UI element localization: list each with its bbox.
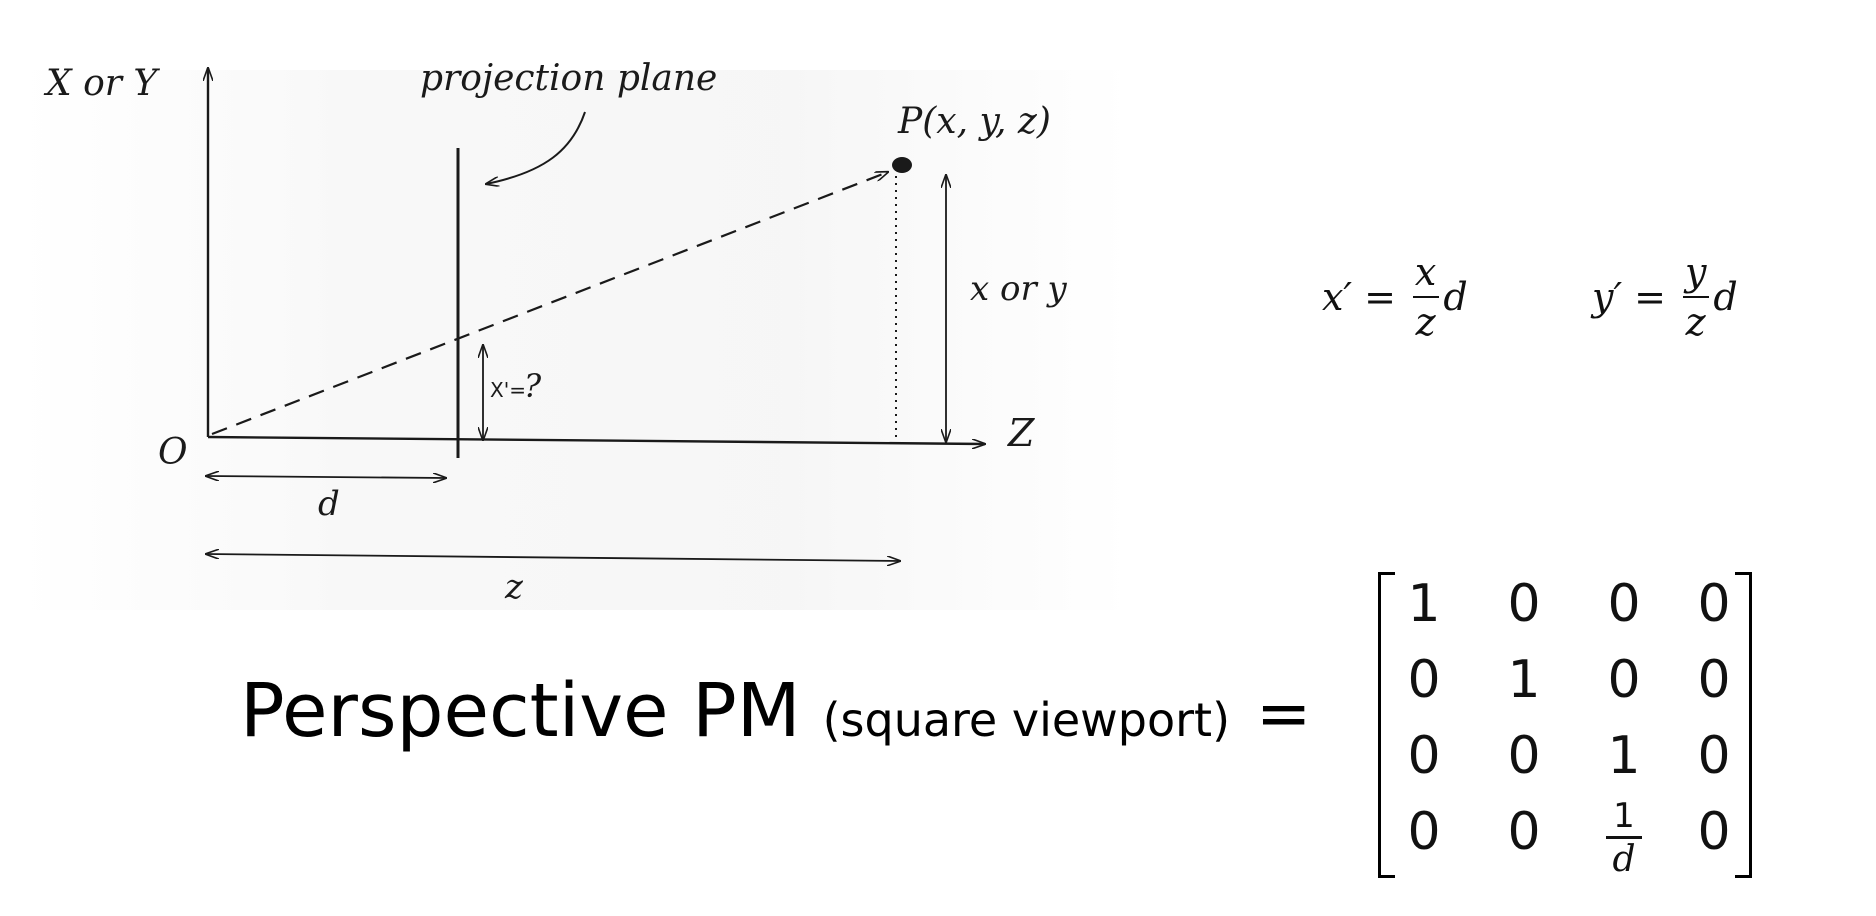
x-prime-equals: = [1364, 275, 1396, 319]
z-axis-label: Z [1007, 411, 1035, 455]
matrix-cell: 0 [1697, 726, 1731, 786]
projector-ray [211, 172, 888, 436]
matrix-left-bracket [1378, 572, 1395, 878]
distance-z-dimension [206, 554, 900, 561]
matrix-fraction-denominator: d [1606, 836, 1642, 881]
formula-equals: = [1256, 675, 1312, 752]
point-p [892, 157, 912, 173]
distance-z-label: z [504, 567, 524, 607]
matrix-cell: 0 [1697, 802, 1731, 862]
matrix-cell: 1 [1607, 726, 1641, 786]
projection-plane-label: projection plane [420, 58, 717, 99]
matrix-cell: 0 [1507, 574, 1541, 634]
height-label: x or y [970, 269, 1068, 309]
y-over-z-fraction: y z [1682, 250, 1709, 344]
origin-label: O [158, 432, 188, 473]
distance-d-label: d [318, 484, 340, 524]
y-prime-denominator: z [1682, 296, 1709, 344]
formula-title: Perspective PM [240, 668, 801, 754]
matrix-cell: 1 [1507, 650, 1541, 710]
plane-pointer-arrow [486, 111, 586, 184]
x-prime-numerator: x [1414, 250, 1437, 294]
projected-height-label: X'= [490, 378, 526, 402]
x-prime-denominator: z [1412, 296, 1439, 344]
perspective-matrix-formula: Perspective PM (square viewport) = [240, 668, 1311, 758]
matrix-cell: 0 [1607, 650, 1641, 710]
matrix-right-bracket [1735, 572, 1752, 878]
matrix-cell: 0 [1697, 650, 1731, 710]
projection-equations: x′ = x z d y′ = y z d [1300, 250, 1820, 360]
matrix-cell: 0 [1407, 802, 1441, 862]
distance-d-dimension [206, 476, 446, 478]
y-prime-lhs: y′ [1592, 275, 1623, 319]
matrix-fraction-numerator: 1 [1613, 796, 1635, 836]
y-prime-numerator: y [1684, 250, 1707, 294]
matrix-cell: 0 [1407, 726, 1441, 786]
matrix-cell: 0 [1407, 650, 1441, 710]
matrix-cell: 0 [1507, 802, 1541, 862]
point-p-label: P(x, y, z) [897, 101, 1051, 142]
matrix-cell: 1 [1407, 574, 1441, 634]
y-prime-factor: d [1713, 275, 1738, 319]
x-prime-lhs: x′ [1322, 275, 1353, 319]
x-over-z-fraction: x z [1412, 250, 1439, 344]
formula-qualifier: (square viewport) [822, 693, 1231, 747]
y-prime-equation: y′ = y z d [1592, 250, 1738, 344]
projected-height-question: ? [524, 367, 542, 405]
matrix-cell: 0 [1607, 574, 1641, 634]
vertical-axis-label: X or Y [43, 63, 160, 104]
x-prime-equation: x′ = x z d [1322, 250, 1468, 344]
matrix-cell: 0 [1507, 726, 1541, 786]
x-prime-factor: d [1443, 275, 1468, 319]
z-axis [207, 435, 985, 444]
y-prime-equals: = [1634, 275, 1666, 319]
matrix-cell: 0 [1697, 574, 1731, 634]
